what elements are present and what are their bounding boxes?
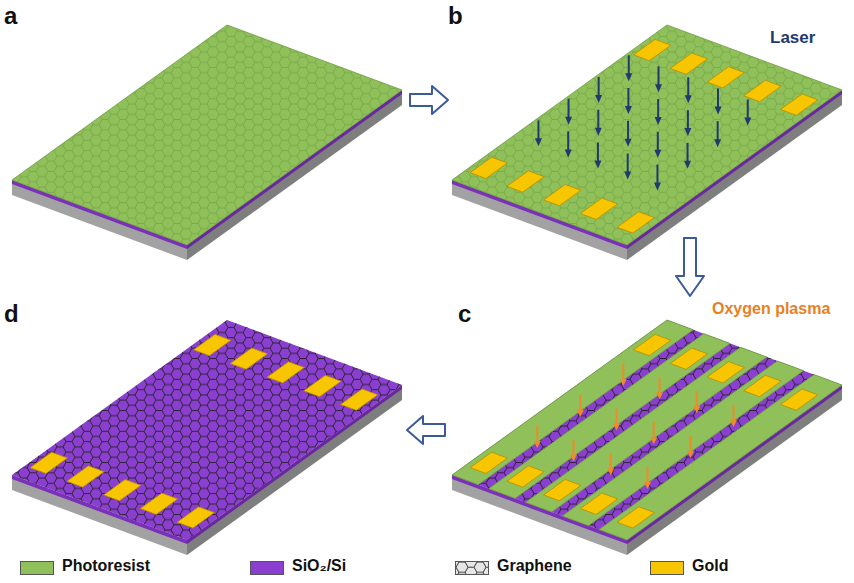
step-arrows (407, 86, 704, 444)
plasma-arrows (534, 364, 737, 489)
panel-c-substrate (452, 320, 842, 555)
laser-arrows (535, 55, 751, 190)
process-label: Oxygen plasma (712, 300, 830, 318)
process-label: Laser (770, 28, 815, 48)
panel-letter: a (4, 2, 17, 30)
legend-swatch (20, 561, 54, 575)
panel-letter: c (458, 300, 471, 328)
panel-letter: d (4, 300, 19, 328)
panel-letter: b (448, 2, 463, 30)
panel-d-substrate (12, 320, 402, 555)
legend-swatch (650, 561, 684, 575)
legend-swatch (250, 561, 284, 575)
panel-a-substrate (12, 25, 402, 260)
panel-b-substrate (452, 25, 842, 260)
legend-label: SiO₂/Si (292, 557, 346, 575)
legend-pattern-swatch (455, 561, 489, 575)
legend-label: Photoresist (62, 557, 150, 575)
legend-label: Gold (692, 557, 728, 575)
legend-label: Graphene (497, 557, 572, 575)
